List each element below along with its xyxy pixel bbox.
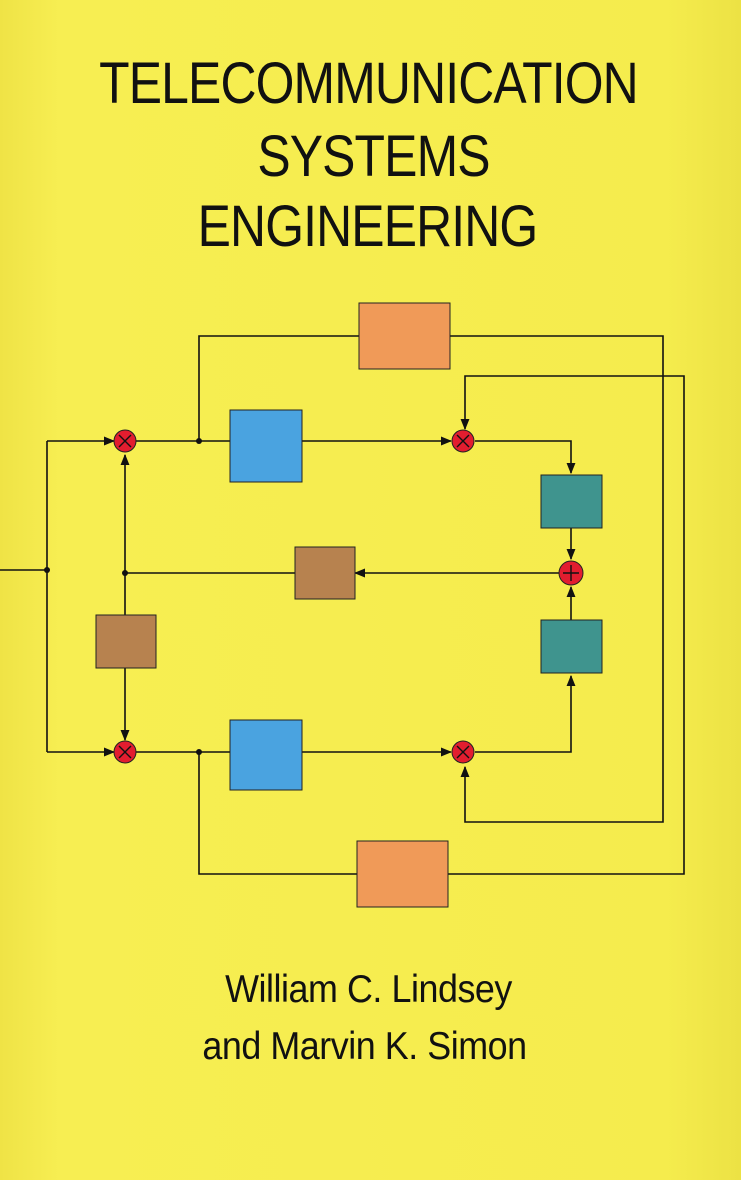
branch-dots <box>44 438 202 755</box>
multiplier-icon <box>113 740 137 764</box>
title-line-2: SYSTEMS <box>257 124 490 189</box>
author-line-1: William C. Lindsey <box>225 968 512 1011</box>
title-line-3: ENGINEERING <box>197 194 539 259</box>
multiplier-icon <box>451 429 475 453</box>
signal-lines <box>0 335 685 875</box>
top-mixer-to-teal <box>475 440 576 475</box>
top-branch-to-orange <box>198 335 359 441</box>
summer-icon <box>558 560 584 586</box>
teal-block-icon <box>540 619 603 674</box>
bottom-branch-to-orange <box>198 752 357 875</box>
multiplier-icon <box>113 429 137 453</box>
orange-block-icon <box>356 840 449 908</box>
brown-block-icon <box>95 614 157 669</box>
brown-block-icon <box>294 546 356 600</box>
orange-block-icon <box>358 302 451 370</box>
multiplier-icon <box>451 740 475 764</box>
bottom-mixer-to-teal <box>475 674 576 753</box>
blue-block-icon <box>229 719 303 791</box>
blue-block-icon <box>229 409 303 483</box>
title-line-1: TELECOMMUNICATION <box>99 51 639 116</box>
author-line-2: and Marvin K. Simon <box>202 1025 527 1068</box>
top-orange-feedback <box>450 335 664 823</box>
bottom-orange-feedback <box>448 375 685 875</box>
teal-block-icon <box>540 474 603 529</box>
